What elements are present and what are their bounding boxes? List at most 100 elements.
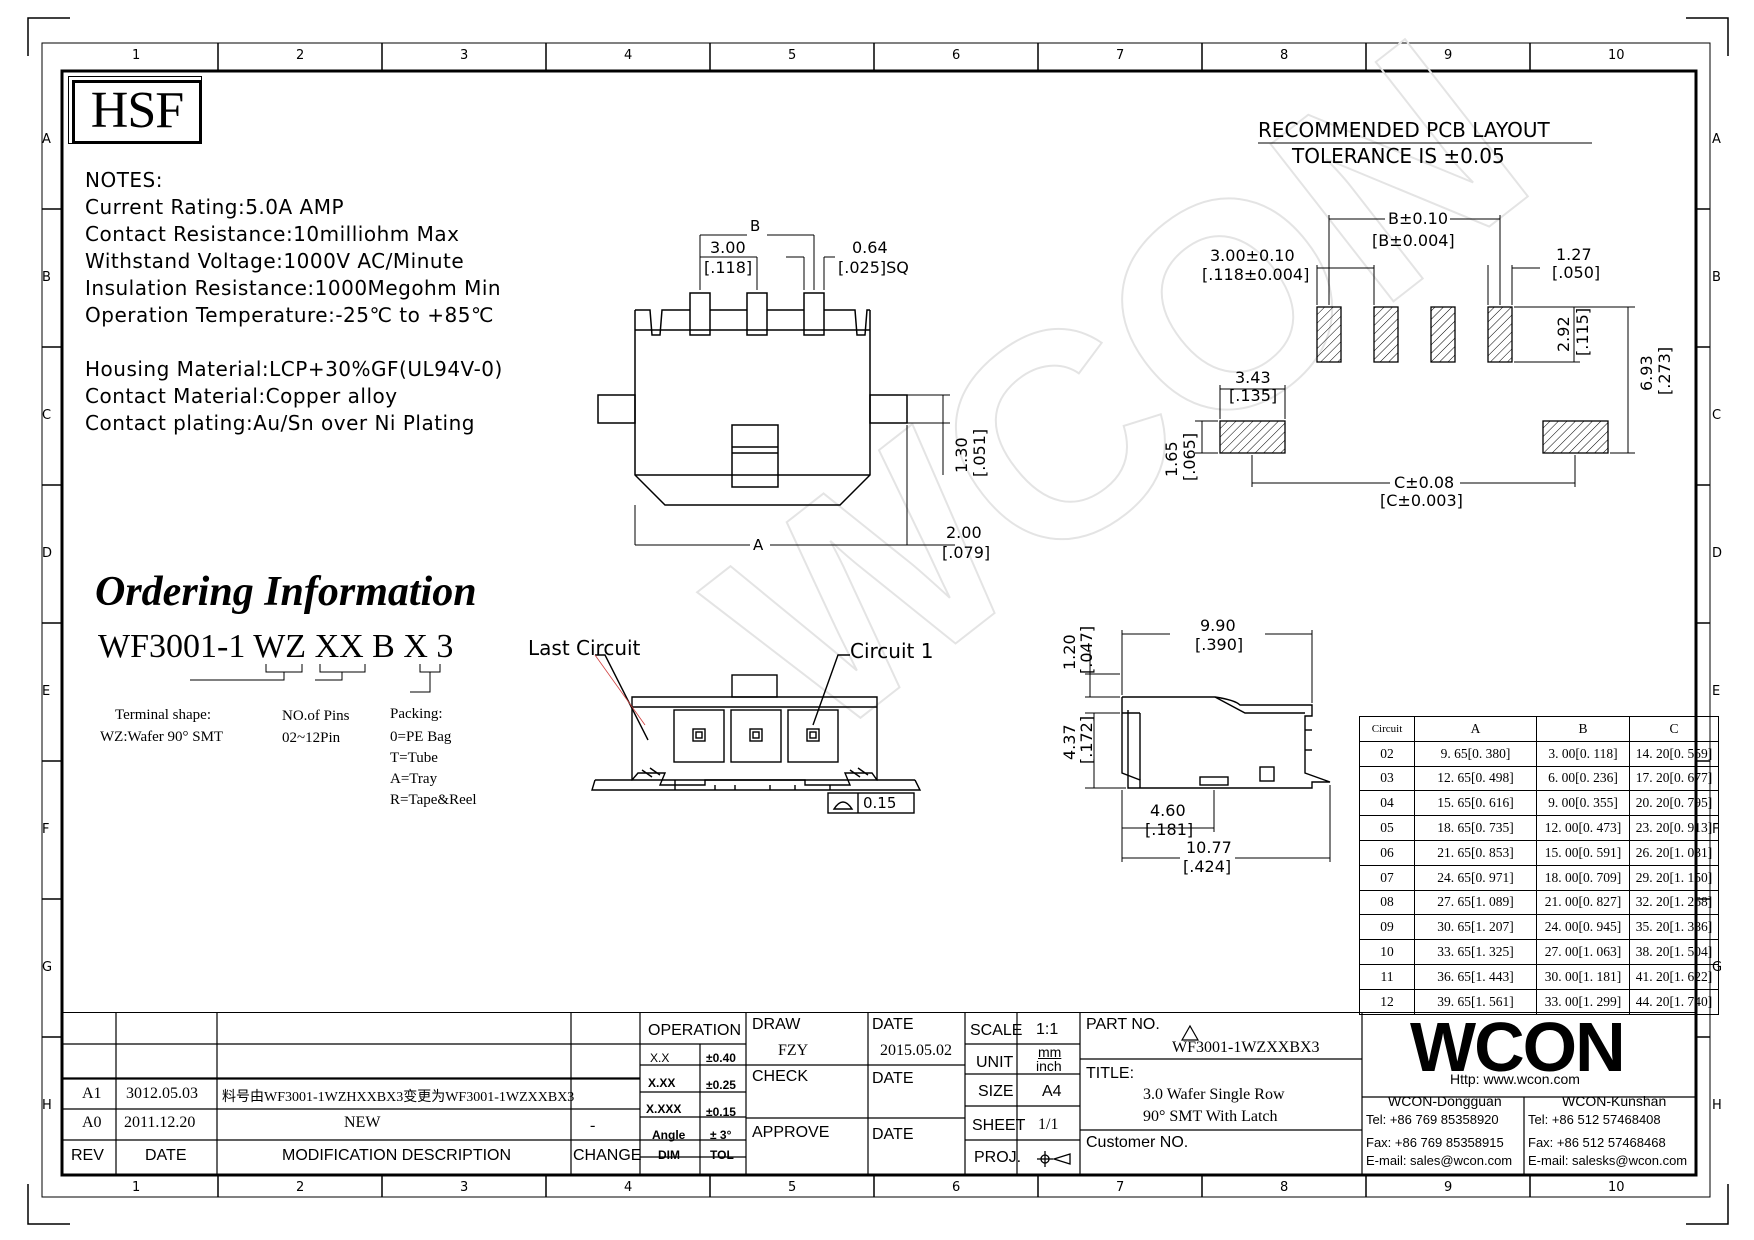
column-label: 4	[624, 48, 633, 63]
pcb-layout-drawing: RECOMMENDED PCB LAYOUT TOLERANCE IS ±0.0…	[1162, 118, 1674, 510]
packing-value: 0=PE Bag	[390, 729, 452, 745]
dim-edge-inch-label: [.079]	[942, 543, 990, 562]
dim-pin-label: 0.64	[852, 238, 888, 257]
table-cell: 33. 65[1. 325]	[1414, 939, 1537, 965]
column-label: 10	[1608, 48, 1625, 63]
tol-xx-value: ±0.40	[706, 1051, 736, 1065]
tol-xxx-value: ±0.25	[706, 1078, 736, 1092]
dim-pitch-inch-label: [.118]	[704, 258, 752, 277]
table-cell: 07	[1359, 864, 1415, 891]
pcb-dim-b: B±0.10	[1388, 209, 1448, 228]
column-label: 6	[952, 48, 961, 63]
rev-a1-description: 料号由WF3001-1WZHXXBX3变更为WF3001-1WZXXBX3	[222, 1090, 575, 1105]
side-dim-top-inch: [.047]	[1077, 626, 1096, 674]
column-label: 2	[296, 48, 305, 63]
hsf-label: HSF	[90, 82, 184, 139]
row-label: B	[1712, 270, 1721, 285]
tol-xxx: X.XX	[648, 1076, 676, 1090]
rev-a0: A0	[82, 1114, 102, 1131]
table-cell: 21. 65[0. 853]	[1414, 839, 1537, 866]
dim-a-label: A	[753, 536, 764, 554]
pcb-dim-peg-height-inch: [.065]	[1180, 433, 1199, 481]
table-cell: 41. 20[1. 622]	[1629, 963, 1719, 990]
row-label: B	[42, 270, 51, 285]
sheet-label: SHEET	[972, 1117, 1026, 1134]
rev-a0-date: 2011.12.20	[124, 1114, 196, 1131]
tol-xxxx: X.XXX	[646, 1102, 682, 1116]
table-cell: 27. 65[1. 089]	[1414, 889, 1537, 916]
side-dim-height-inch: [.172]	[1077, 716, 1096, 764]
part-no-value: WF3001-1WZXXBX3	[1172, 1039, 1320, 1056]
note-line: Operation Temperature:-25℃ to +85℃	[85, 303, 494, 327]
rev-a1: A1	[82, 1085, 102, 1102]
side-dim-length-inch: [.390]	[1195, 635, 1243, 654]
row-label: G	[42, 960, 53, 975]
table-cell: 29. 20[1. 150]	[1629, 864, 1719, 891]
drawer-name: FZY	[778, 1042, 809, 1059]
table-cell: 05	[1359, 815, 1415, 841]
table-cell: 36. 65[1. 443]	[1414, 963, 1537, 990]
row-label: D	[42, 546, 53, 561]
table-cell: 20. 20[0. 795]	[1629, 790, 1719, 817]
pcb-dim-b-inch: [B±0.004]	[1372, 231, 1455, 250]
row-label: A	[1712, 132, 1721, 147]
table-cell: 9. 00[0. 355]	[1536, 790, 1630, 817]
operation-label: OPERATION	[648, 1022, 742, 1039]
side-dim-length: 9.90	[1200, 616, 1236, 635]
table-cell: 18. 00[0. 709]	[1536, 864, 1630, 891]
company-website: Http: www.wcon.com	[1450, 1071, 1580, 1087]
circuit-1-label: Circuit 1	[850, 639, 933, 663]
table-cell: 12	[1359, 988, 1415, 1015]
table-cell: 32. 20[1. 268]	[1629, 889, 1719, 916]
table-cell: 3. 00[0. 118]	[1536, 740, 1630, 767]
pcb-dim-pitch-inch: [.118±0.004]	[1202, 265, 1309, 284]
customer-no-label: Customer NO.	[1086, 1134, 1189, 1151]
ordering-leaders	[190, 664, 441, 693]
row-label: F	[42, 822, 50, 837]
dim-pin-inch-label: [.025]SQ	[838, 258, 909, 277]
tol-xx: X.X	[650, 1051, 670, 1065]
date-header: DATE	[145, 1147, 187, 1164]
pcb-dim-pitch: 3.00±0.10	[1210, 246, 1295, 265]
row-label: A	[42, 132, 51, 147]
terminal-label: Terminal shape:	[115, 707, 211, 723]
table-cell: 27. 00[1. 063]	[1536, 939, 1630, 965]
pcb-tolerance: TOLERANCE IS ±0.05	[1291, 144, 1505, 168]
title-line-1: 3.0 Wafer Single Row	[1143, 1086, 1285, 1103]
modification-header: MODIFICATION DESCRIPTION	[282, 1147, 512, 1164]
column-label: 7	[1116, 48, 1125, 63]
size-value: A4	[1042, 1083, 1062, 1100]
table-cell: 30. 00[1. 181]	[1536, 963, 1630, 990]
ordering-title: Ordering Information	[95, 569, 477, 615]
table-cell: 15. 65[0. 616]	[1414, 790, 1537, 817]
front-view-drawing: Last Circuit Circuit 1 0.15	[528, 636, 933, 814]
ordering-code: WF3001-1 WZ XX B X 3	[98, 628, 454, 665]
unit-inch: inch	[1036, 1058, 1062, 1074]
note-line: Contact plating:Au/Sn over Ni Plating	[85, 411, 475, 435]
title-block-lines	[62, 1012, 1696, 1175]
pcb-dim-peg-height: 1.65	[1162, 441, 1181, 477]
unit-label: UNIT	[976, 1054, 1014, 1071]
check-label: CHECK	[752, 1068, 809, 1085]
column-label: 7	[1116, 1180, 1125, 1195]
packing-value: T=Tube	[390, 750, 438, 766]
row-label: C	[1712, 408, 1722, 423]
kunshan-fax: Fax: +86 512 57468468	[1528, 1135, 1666, 1150]
change-header: CHANGE	[573, 1147, 642, 1164]
column-label: 9	[1444, 1180, 1453, 1195]
table-cell: 26. 20[1. 031]	[1629, 839, 1719, 866]
table-cell: 03	[1359, 765, 1415, 792]
pcb-dim-c: C±0.08	[1394, 473, 1454, 492]
dongguan-fax: Fax: +86 769 85358915	[1366, 1135, 1504, 1150]
column-label: 2	[296, 1180, 305, 1195]
